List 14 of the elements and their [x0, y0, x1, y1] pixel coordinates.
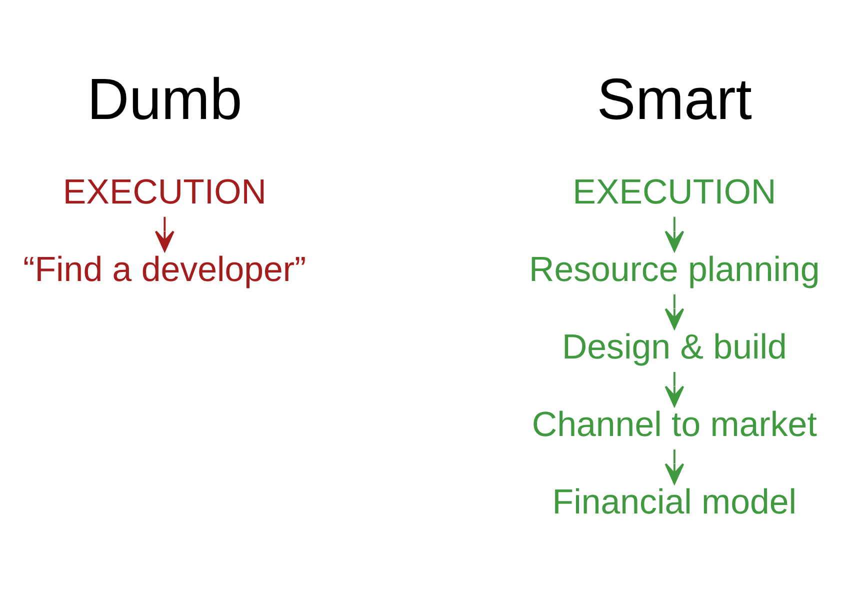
arrow	[664, 371, 684, 406]
arrow	[154, 216, 174, 252]
label: Dumb	[87, 66, 242, 132]
arrow	[664, 216, 684, 252]
node-text: Resource planning	[529, 249, 820, 288]
node-text: EXECUTION	[62, 172, 266, 211]
arrow	[664, 448, 684, 484]
arrow	[664, 294, 684, 329]
node-text: Design & build	[562, 326, 787, 366]
node-text: “Find a developer”	[23, 249, 306, 288]
node-text: EXECUTION	[572, 172, 776, 211]
label: Smart	[596, 66, 752, 132]
node-text: Financial model	[552, 482, 797, 521]
node-text: Channel to market	[532, 404, 817, 444]
